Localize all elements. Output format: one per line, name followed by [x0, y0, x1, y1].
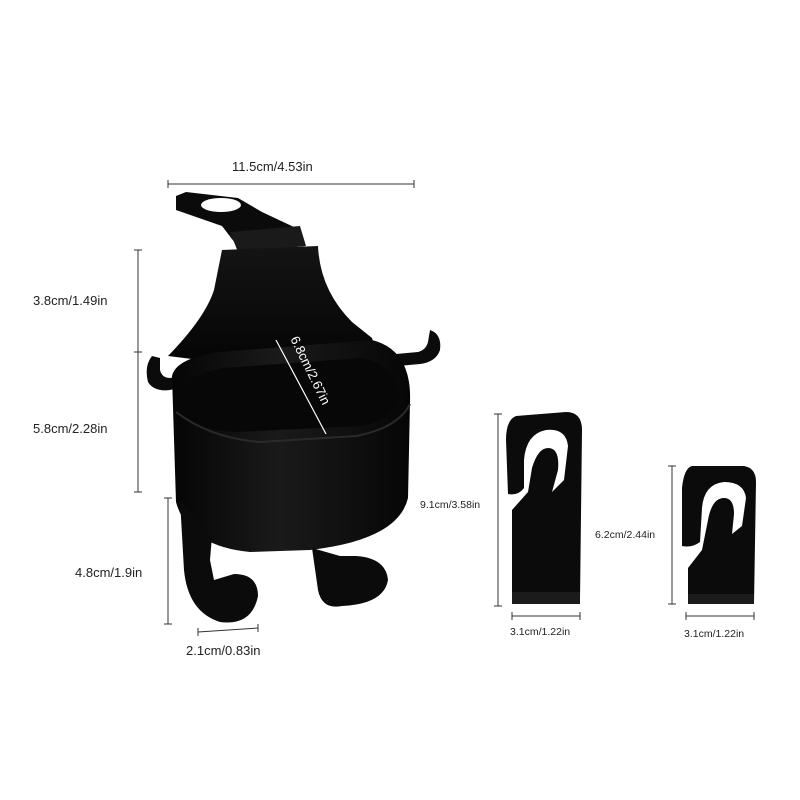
label-large-hook-width: 3.1cm/1.22in	[510, 626, 571, 638]
label-hook-top-height: 3.8cm/1.49in	[33, 293, 108, 308]
label-small-hook-width: 3.1cm/1.22in	[684, 628, 745, 640]
label-small-hook-height: 6.2cm/2.44in	[595, 529, 656, 541]
label-lower-hook-height: 4.8cm/1.9in	[75, 565, 143, 580]
label-cup-height: 5.8cm/2.28in	[33, 421, 108, 436]
label-large-hook-height: 9.1cm/3.58in	[420, 499, 481, 511]
holder-cup	[172, 340, 411, 552]
holder-top-hook	[176, 192, 306, 252]
holder-right-side-hook	[396, 330, 441, 366]
large-hook-base	[512, 592, 580, 604]
holder-lower-left-hook	[180, 500, 258, 623]
holder-lower-right-hook	[312, 548, 388, 607]
label-holder-width: 11.5cm/4.53in	[232, 159, 313, 174]
label-lower-hook-width: 2.1cm/0.83in	[186, 643, 261, 658]
small-hook-base	[688, 594, 754, 604]
holder-back-plate	[168, 246, 378, 360]
small-hook	[682, 466, 756, 604]
large-hook	[506, 412, 582, 604]
dimension-lines	[134, 180, 755, 636]
